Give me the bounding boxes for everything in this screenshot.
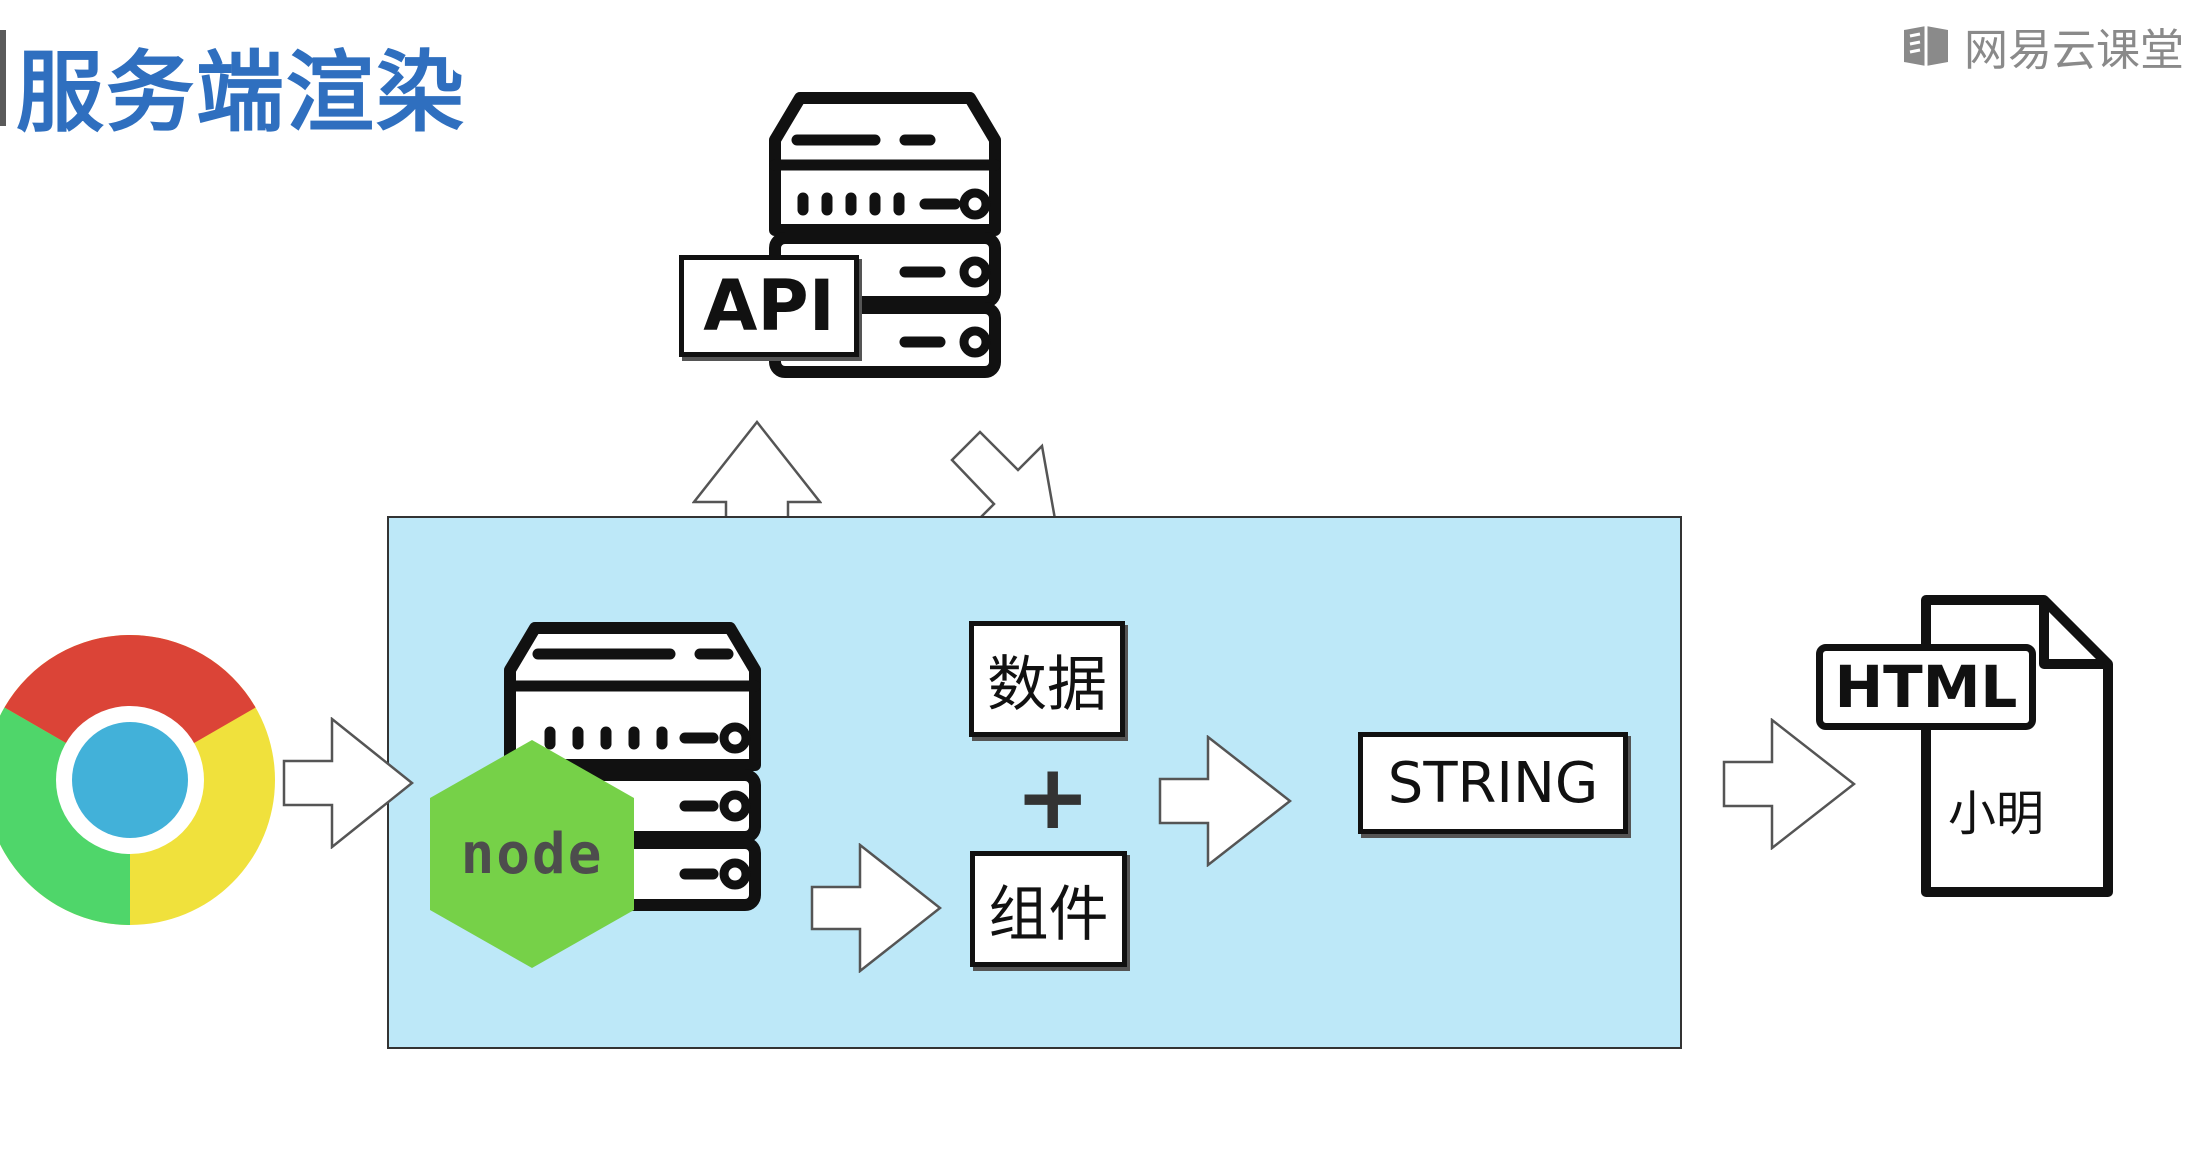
html-content-text: 小明 <box>1948 786 2045 842</box>
document-icon <box>1921 595 2113 897</box>
component-box: 组件 <box>970 851 1127 967</box>
api-label: API <box>679 255 859 357</box>
book-icon <box>1904 26 1948 66</box>
string-box: STRING <box>1358 732 1628 834</box>
plus-sign: + <box>1015 745 1091 850</box>
node-logo-icon: node <box>430 740 634 968</box>
brand-name: 网易云课堂 <box>1964 25 2184 76</box>
chrome-icon <box>0 634 275 925</box>
title-accent-bar <box>0 30 6 126</box>
arrow-down-from-api <box>950 430 1060 538</box>
brand-logo: 网易云课堂 <box>1900 14 2184 78</box>
arrow-server-to-component <box>810 843 942 973</box>
arrow-to-html <box>1722 718 1856 850</box>
arrow-to-string <box>1158 735 1292 867</box>
html-label: HTML <box>1816 644 2036 730</box>
data-box: 数据 <box>969 621 1125 737</box>
page-title: 服务端渲染 <box>16 41 467 144</box>
node-logo-text: node <box>461 822 604 887</box>
arrow-browser-to-server <box>282 717 414 849</box>
